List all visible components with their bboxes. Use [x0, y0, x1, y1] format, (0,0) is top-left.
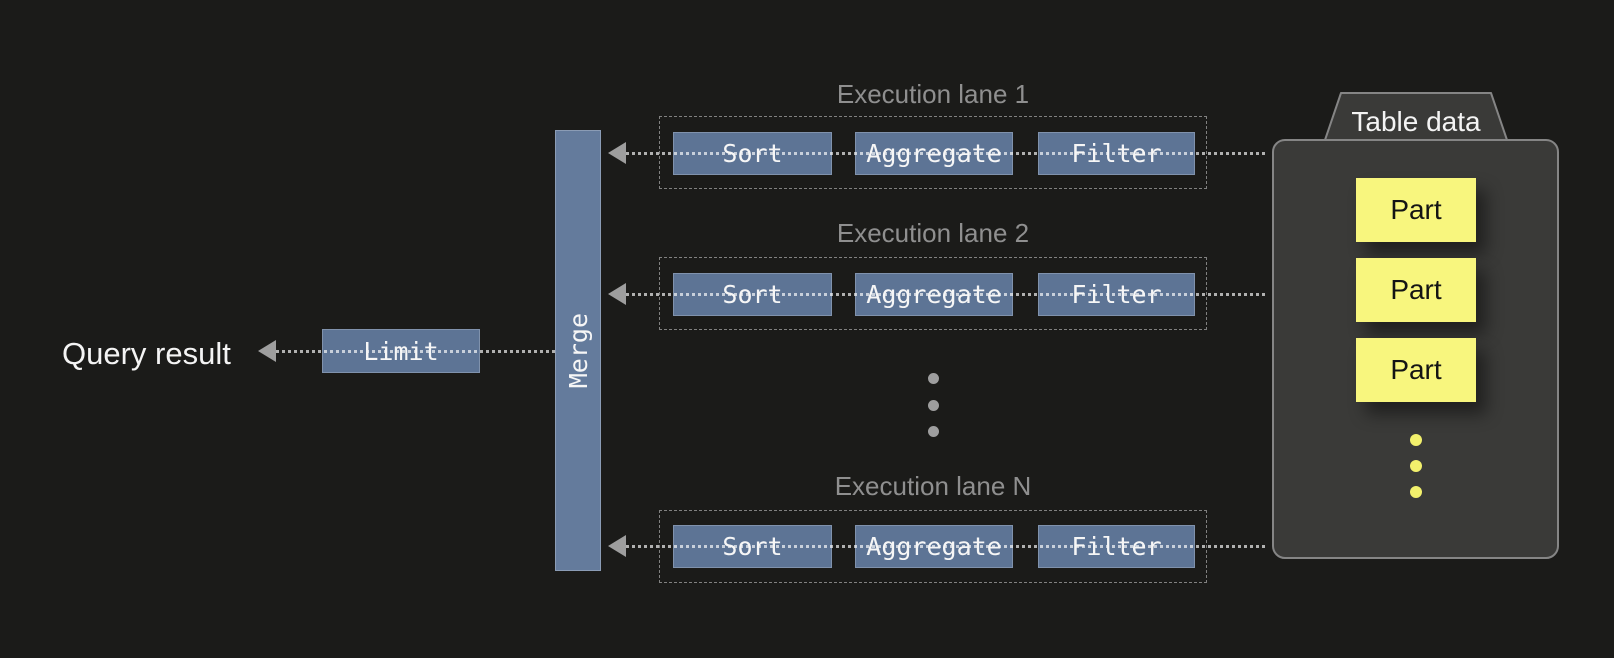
op-box-label: Filter: [1071, 532, 1162, 561]
op-box-label: Filter: [1071, 139, 1162, 168]
op-box-filter: Filter: [1038, 525, 1195, 568]
left-arrowhead-icon: [608, 283, 626, 305]
query-result-label: Query result: [62, 336, 231, 371]
op-box-aggregate: Aggregate: [855, 525, 1013, 568]
op-box-label: Sort: [722, 280, 783, 309]
limit-box-label: Limit: [363, 336, 439, 366]
execution-lane-label: Execution lane N: [834, 471, 1032, 501]
table-part-box: Part: [1356, 338, 1476, 402]
dotted-connector-lane: [626, 152, 1266, 155]
op-box-label: Aggregate: [866, 532, 1002, 561]
parts-ellipsis-dot: [1410, 434, 1422, 446]
dotted-connector-limit: [276, 350, 555, 353]
op-box-label: Sort: [722, 532, 783, 561]
lanes-ellipsis-dot: [928, 373, 939, 384]
lanes-ellipsis-dot: [928, 400, 939, 411]
op-box-aggregate: Aggregate: [855, 273, 1013, 316]
left-arrowhead-icon: [258, 340, 276, 362]
execution-lane-label: Execution lane 2: [836, 218, 1030, 248]
parts-ellipsis-dot: [1410, 460, 1422, 472]
op-box-label: Filter: [1071, 280, 1162, 309]
lanes-ellipsis-dot: [928, 426, 939, 437]
op-box-label: Aggregate: [866, 139, 1002, 168]
merge-bar: Merge: [555, 130, 601, 571]
left-arrowhead-icon: [608, 142, 626, 164]
dotted-connector-lane: [626, 545, 1266, 548]
op-box-sort: Sort: [673, 132, 832, 175]
execution-lane-label: Execution lane 1: [836, 79, 1030, 109]
op-box-aggregate: Aggregate: [855, 132, 1013, 175]
left-arrowhead-icon: [608, 535, 626, 557]
merge-bar-label: Merge: [563, 312, 593, 389]
op-box-label: Sort: [722, 139, 783, 168]
op-box-label: Aggregate: [866, 280, 1002, 309]
dotted-connector-lane: [626, 293, 1266, 296]
table-part-box: Part: [1356, 258, 1476, 322]
parts-ellipsis-dot: [1410, 486, 1422, 498]
table-data-title: Table data: [1351, 106, 1481, 137]
table-part-box: Part: [1356, 178, 1476, 242]
